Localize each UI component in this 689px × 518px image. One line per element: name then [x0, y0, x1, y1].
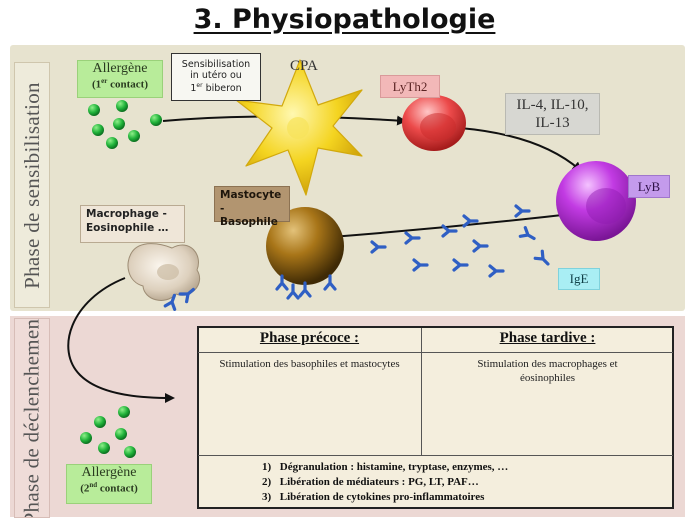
late-phase-description: Stimulation des macrophages et éosinophi…: [477, 358, 618, 384]
allergen-particles-second: [80, 406, 136, 458]
allergen-first-contact-box: Allergène (1er contact): [77, 60, 163, 98]
cytokines-box: IL-4, IL-10, IL-13: [505, 93, 600, 135]
macrophage-label-line2: Eosinophile …: [86, 221, 169, 234]
effect-item-2: 2) Libération de médiateurs : PG, LT, PA…: [262, 476, 479, 488]
cytokines-line1: IL-4, IL-10,: [516, 97, 589, 113]
mastocyte-label-line2: Basophile: [220, 216, 278, 229]
lyth2-label: LyTh2: [380, 75, 440, 98]
arrow-lyth2-to-lyb: [459, 127, 583, 172]
phase-column-divider: [421, 328, 422, 455]
early-phase-description: Stimulation des basophiles et mastocytes: [219, 358, 400, 370]
sensitization-note-line2: in utéro ou: [190, 70, 242, 82]
sensitization-note-line1: Sensibilisation: [181, 58, 251, 70]
allergen-second-name: Allergène: [81, 465, 137, 480]
macrophage-label-box: Macrophage - Eosinophile …: [80, 205, 185, 243]
allergen-second-contact-box: Allergène (2nd contact): [66, 464, 152, 504]
mastocyte-label-box: Mastocyte - Basophile: [214, 186, 290, 228]
allergen-first-contact: (1er contact): [91, 77, 149, 91]
phase-panel: [197, 326, 674, 509]
lyb-label: LyB: [628, 175, 670, 198]
cpa-label: CPA: [290, 58, 318, 74]
allergen-first-name: Allergène: [92, 61, 148, 76]
allergen-second-contact: (2nd contact): [80, 481, 138, 495]
mastocyte-cell: [266, 207, 344, 285]
macrophage-cell: [127, 243, 200, 301]
lyth2-cell: [402, 95, 466, 151]
trigger-phase-label-box: Phase de déclenchement: [14, 318, 50, 518]
effect-item-1: 1) Dégranulation : histamine, tryptase, …: [262, 461, 509, 473]
mastocyte-label-line1: Mastocyte -: [220, 189, 282, 215]
lyb-cell: [556, 161, 636, 241]
arrow-lyb-to-mastocyte: [317, 212, 581, 239]
ige-label: IgE: [558, 268, 600, 290]
macrophage-label-line1: Macrophage -: [86, 208, 167, 220]
arrow-to-phase-panel: [67, 277, 175, 403]
cytokines-line2: IL-13: [535, 115, 570, 131]
free-ige-antibodies: [370, 204, 554, 278]
phase-effects-divider: [198, 455, 673, 456]
allergen-particles-first: [88, 100, 162, 149]
phase-header-divider: [198, 352, 673, 353]
early-phase-heading: Phase précoce :: [259, 330, 360, 346]
sensitization-phase-label-box: Phase de sensibilisation: [14, 62, 50, 308]
sensitization-note-line3: 1er biberon: [190, 82, 242, 95]
effect-item-3: 3) Libération de cytokines pro-inflammat…: [262, 491, 485, 503]
sensitization-note-box: Sensibilisation in utéro ou 1er biberon: [171, 53, 261, 101]
page-title: 3. Physiopathologie: [193, 4, 496, 35]
late-phase-heading: Phase tardive :: [499, 330, 596, 346]
